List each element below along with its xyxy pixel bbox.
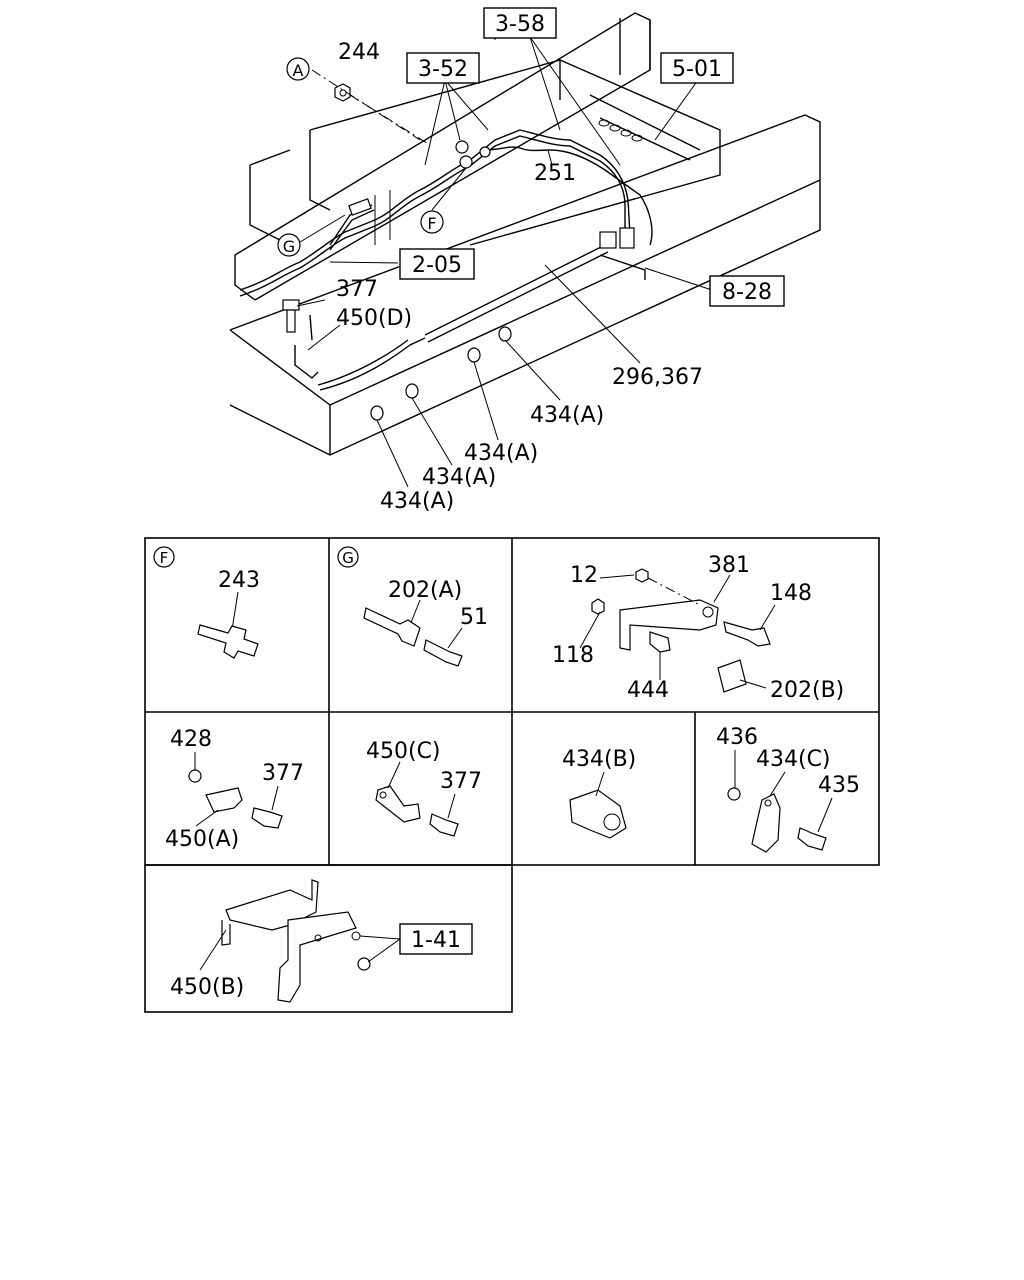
part-label-450d: 450(D): [336, 306, 412, 331]
svg-text:F: F: [427, 214, 436, 233]
part-label-202b: 202(B): [770, 678, 844, 703]
ref-box-1-41[interactable]: 1-41: [399, 923, 473, 955]
part-label-450a: 450(A): [165, 827, 239, 852]
part-label-434a-4: 434(A): [380, 489, 454, 514]
part-label-444: 444: [627, 678, 669, 703]
ref-label-8-28: 8-28: [722, 280, 772, 305]
part-label-434c: 434(C): [756, 747, 831, 772]
part-label-450b: 450(B): [170, 975, 244, 1000]
detail-cell-450b: 450(B): [170, 879, 401, 1003]
svg-text:A: A: [293, 61, 304, 80]
part-label-428: 428: [170, 727, 212, 752]
part-label-148: 148: [770, 581, 812, 606]
part-label-118: 118: [552, 643, 594, 668]
detail-cell-bracket: 12 381 148 118 444 202(B): [552, 553, 844, 703]
part-label-436: 436: [716, 725, 758, 750]
detail-cell-434c: 436 434(C) 435: [716, 725, 860, 853]
detail-cell-450a: 428 377 450(A): [165, 727, 304, 852]
svg-text:G: G: [283, 237, 295, 256]
ref-box-5-01[interactable]: 5-01: [660, 52, 734, 84]
part-label-435: 435: [818, 773, 860, 798]
ref-box-8-28[interactable]: 8-28: [709, 275, 785, 307]
part-label-434a-3: 434(A): [422, 465, 496, 490]
part-label-381: 381: [708, 553, 750, 578]
part-label-377-a: 377: [262, 761, 304, 786]
detail-cell-g: G 202(A) 51: [337, 546, 488, 667]
part-label-251: 251: [534, 161, 576, 186]
ref-box-2-05[interactable]: 2-05: [399, 248, 475, 280]
part-label-377: 377: [336, 277, 378, 302]
part-label-434a-1: 434(A): [530, 403, 604, 428]
marker-f: F: [420, 210, 444, 234]
part-label-434a-2: 434(A): [464, 441, 538, 466]
svg-text:G: G: [342, 549, 354, 567]
marker-a: A: [286, 57, 310, 81]
marker-g: G: [277, 233, 301, 257]
part-label-202a: 202(A): [388, 578, 462, 603]
detail-cell-f: F 243: [153, 546, 260, 659]
part-label-243: 243: [218, 568, 260, 593]
part-label-434b: 434(B): [562, 747, 636, 772]
ref-label-3-58: 3-58: [495, 12, 545, 37]
part-label-51: 51: [460, 605, 488, 630]
ref-label-3-52: 3-52: [418, 57, 468, 82]
ref-box-3-52[interactable]: 3-52: [406, 52, 480, 84]
svg-text:F: F: [160, 549, 169, 567]
part-label-244: 244: [338, 40, 380, 65]
ref-label-2-05: 2-05: [412, 253, 462, 278]
ref-label-1-41: 1-41: [411, 928, 461, 953]
part-label-296-367: 296,367: [612, 365, 703, 390]
detail-cell-450c: 450(C) 377: [366, 739, 482, 837]
ref-label-5-01: 5-01: [672, 57, 722, 82]
ref-box-3-58[interactable]: 3-58: [483, 7, 557, 39]
part-label-377-b: 377: [440, 769, 482, 794]
detail-grid: [144, 537, 880, 1013]
detail-cell-434b: 434(B): [562, 747, 636, 839]
part-label-450c: 450(C): [366, 739, 441, 764]
part-label-12: 12: [570, 563, 598, 588]
frame-assembly-illustration: [229, 12, 821, 488]
